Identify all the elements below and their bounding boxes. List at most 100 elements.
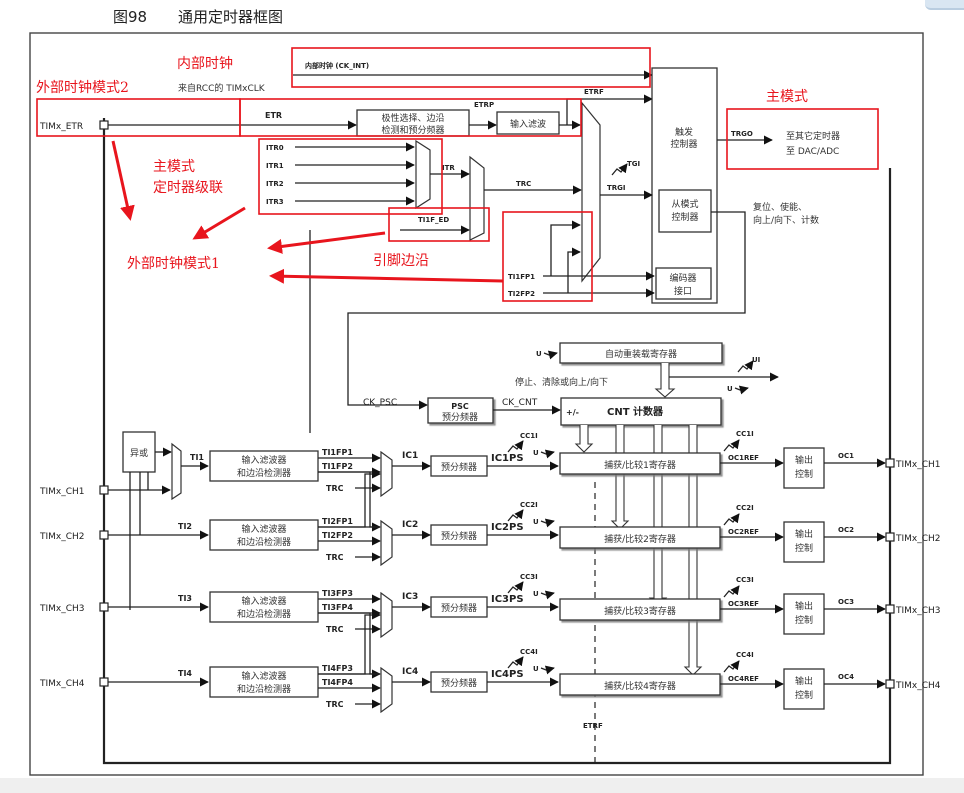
trc-label: TRC <box>516 180 531 188</box>
output-pin-pad-ch1 <box>885 458 895 468</box>
annotation-box-etr-right <box>239 98 582 137</box>
ic-label-ch3: IC3 <box>402 592 418 602</box>
ti1-label: TI1 <box>190 453 204 462</box>
u-label-ch4: U <box>533 665 539 673</box>
auto-reload-register <box>559 342 723 364</box>
annotation-internal-clock: 内部时钟 <box>177 55 233 72</box>
cci-interrupt-icon-in-ch1 <box>507 440 524 453</box>
output-control-ch2 <box>783 521 825 563</box>
oc-label-ch1: OC1 <box>838 452 854 460</box>
output-pin-pad-ch4 <box>885 679 895 689</box>
cci-label-out-ch3: CC3I <box>736 576 754 584</box>
annotation-master-mode: 主模式 <box>766 89 808 105</box>
auto-reload-text: 自动重装载寄存器 <box>605 348 677 360</box>
cross-coupling-a-1 <box>318 612 380 675</box>
psc-block <box>427 397 494 424</box>
trgi-mux <box>581 101 601 283</box>
ti1fp1-label: TI1FP1 <box>508 273 535 281</box>
fp-a-label-ch1: TI1FP1 <box>322 448 353 457</box>
u-update-icon-ch4 <box>540 665 555 675</box>
annotation-box-ti-fp <box>502 211 593 302</box>
filter-text-2-ch4: 和边沿检测器 <box>237 683 291 695</box>
trigger-controller-text-1: 触发 <box>675 126 693 138</box>
filter-text-1-ch2: 输入滤波器 <box>241 523 286 535</box>
output-control-text-1-ch4: 输出 <box>795 675 813 687</box>
ic-mux-ch2 <box>380 519 393 567</box>
etrf-bottom-label: ETRF <box>583 722 603 730</box>
polarity-text-1: 极性选择、边沿 <box>381 112 444 124</box>
ti1f-ed-label: TI1F_ED <box>418 216 449 224</box>
annotation-arrows <box>111 140 504 284</box>
cross-coupling-a-0 <box>318 471 380 528</box>
input-filter-block <box>496 111 560 135</box>
etrf-top-line <box>566 94 653 125</box>
prescaler-text-ch2: 预分频器 <box>441 530 477 542</box>
output-control-ch4 <box>783 668 825 710</box>
ocref-label-ch4: OC4REF <box>728 675 759 683</box>
cci-label-in-ch4: CC4I <box>520 648 538 656</box>
input-filter-ch1 <box>209 450 319 482</box>
output-control-text-2-ch3: 控制 <box>795 614 813 626</box>
itr1-label: ITR1 <box>266 162 284 170</box>
u-label-ch1: U <box>533 449 539 457</box>
u-update-icon-ch1 <box>540 449 555 459</box>
slave-outputs-1: 复位、使能、 <box>753 201 807 213</box>
input-filter-text: 输入滤波 <box>510 118 546 130</box>
ocref-label-ch3: OC3REF <box>728 600 759 608</box>
cross-coupling-b-0 <box>318 469 381 528</box>
outer-frame <box>29 32 924 776</box>
arr-to-cnt-arrow <box>654 363 676 398</box>
output-pin-label-ch1: TIMx_CH1 <box>895 460 941 470</box>
filter-text-1-ch3: 输入滤波器 <box>241 595 286 607</box>
icps-label-ch1: IC1PS <box>491 453 524 464</box>
itr2-label: ITR2 <box>266 180 284 188</box>
stop-clear-text: 停止、清除或向上/向下 <box>515 376 608 388</box>
ic-mux-ch4 <box>380 666 393 714</box>
ui-label: UI <box>752 356 760 364</box>
output-pin-pad-ch2 <box>885 532 895 542</box>
slave-controller-block <box>658 189 712 233</box>
trgo-dest-1: 至其它定时器 <box>786 130 840 142</box>
input-filter-ch3 <box>209 591 319 623</box>
filter-text-2-ch2: 和边沿检测器 <box>237 536 291 548</box>
tgi-interrupt-icon <box>611 163 628 176</box>
output-pin-pad-ch3 <box>885 604 895 614</box>
encoder-interface-block <box>655 267 712 300</box>
filter-text-2-ch3: 和边沿检测器 <box>237 608 291 620</box>
encoder-text-1: 编码器 <box>669 272 696 284</box>
annotation-box-itr <box>258 138 443 215</box>
trc-mux <box>469 155 485 241</box>
annotation-ext-clock-mode1: 外部时钟模式1 <box>127 255 220 272</box>
trigger-controller-text-2: 控制器 <box>670 138 697 150</box>
fp-b-label-ch4: TI4FP4 <box>322 678 353 687</box>
psc-subtitle: 预分频器 <box>442 411 478 423</box>
icps-label-ch2: IC2PS <box>491 522 524 533</box>
register-text-ch4: 捕获/比较4寄存器 <box>604 680 676 692</box>
filter-text-1-ch4: 输入滤波器 <box>241 670 286 682</box>
annotation-master-mode-cascade-1: 主模式 <box>153 159 195 175</box>
xor-block <box>122 431 156 473</box>
etr-pin-pad <box>99 120 109 130</box>
cci-interrupt-icon-out-ch2 <box>723 513 740 526</box>
cci-interrupt-icon-in-ch3 <box>507 581 524 594</box>
trc-label-ch1: TRC <box>326 484 344 493</box>
output-control-text-2-ch2: 控制 <box>795 542 813 554</box>
input-filter-ch2 <box>209 519 319 551</box>
annotation-box-master-mode <box>726 108 879 170</box>
ui-interrupt-icon <box>737 360 754 373</box>
cci-interrupt-icon-in-ch2 <box>507 509 524 522</box>
input-pin-pad-ch4 <box>99 677 109 687</box>
trc-label-ch2: TRC <box>326 553 344 562</box>
ic-mux-ch1 <box>380 450 393 498</box>
prescaler-text-ch3: 预分频器 <box>441 602 477 614</box>
etrp-label: ETRP <box>474 101 494 109</box>
output-control-text-1-ch3: 输出 <box>795 600 813 612</box>
ic-label-ch2: IC2 <box>402 520 418 530</box>
window-corner-tab <box>925 0 964 10</box>
output-pin-label-ch2: TIMx_CH2 <box>895 534 941 544</box>
output-control-text-2-ch4: 控制 <box>795 689 813 701</box>
output-control-text-2-ch1: 控制 <box>795 468 813 480</box>
ic-mux-ch3 <box>380 591 393 639</box>
oc-label-ch3: OC3 <box>838 598 854 606</box>
